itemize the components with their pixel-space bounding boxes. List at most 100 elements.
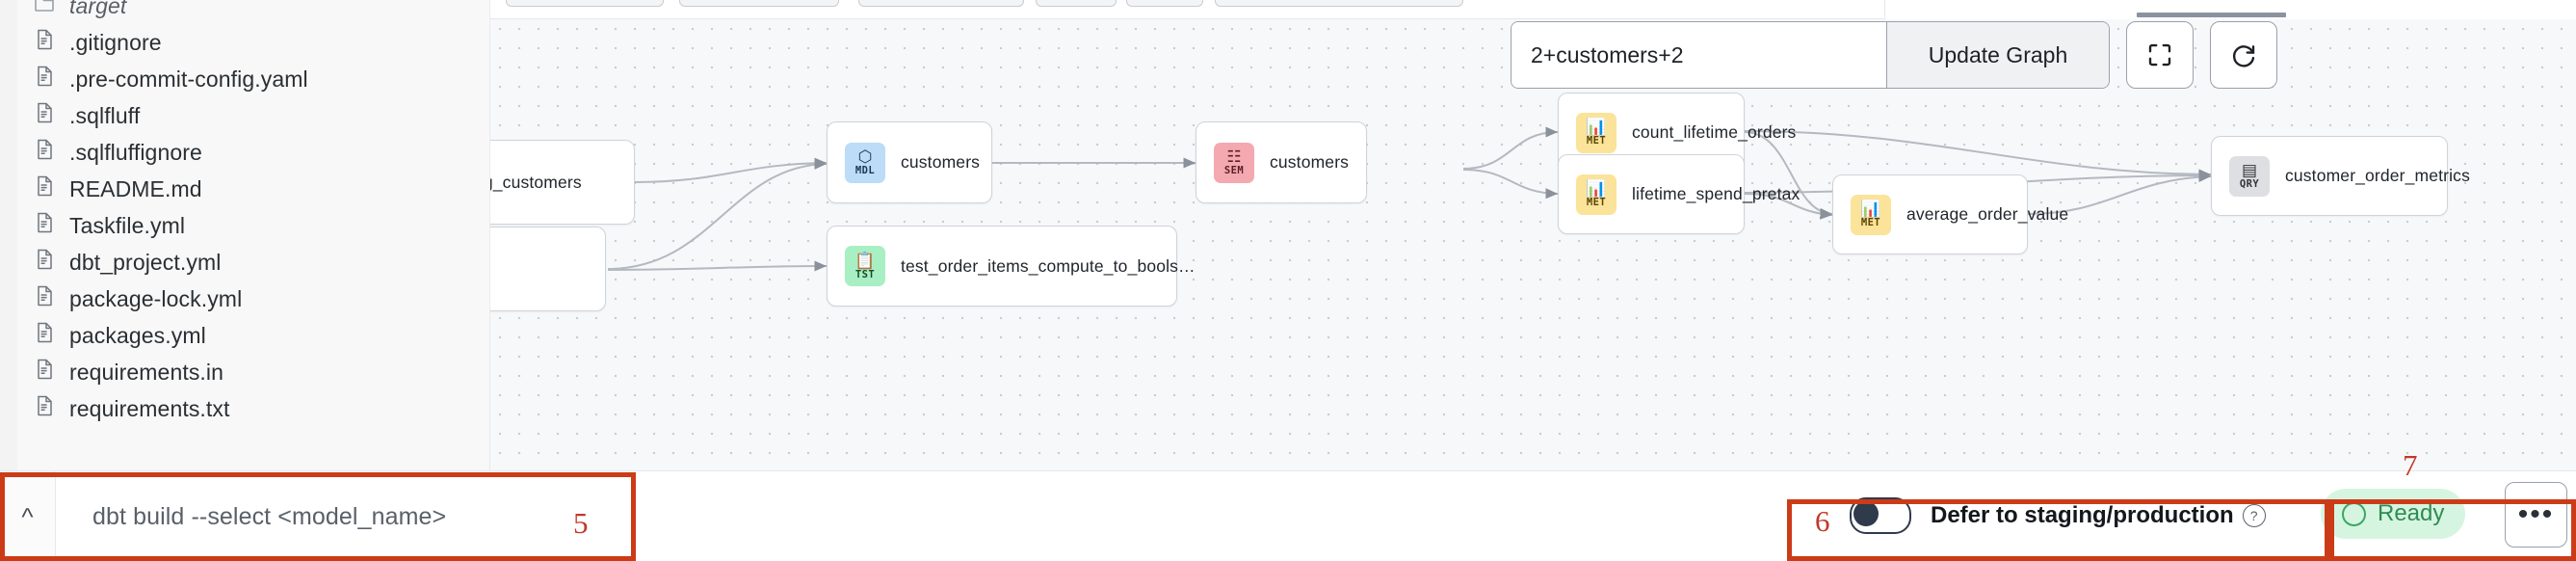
command-input-placeholder[interactable]: dbt build --select <model_name> bbox=[92, 502, 447, 530]
lineage-node-orders[interactable]: orders bbox=[490, 227, 606, 311]
lineage-edges bbox=[607, 126, 2212, 272]
editor-tab-partial[interactable] bbox=[506, 0, 664, 7]
file-icon bbox=[33, 138, 58, 167]
test-badge-icon: 📋 TST bbox=[845, 246, 885, 286]
share-nodes-icon: ☷ bbox=[1226, 147, 1242, 167]
badge-type-label: MET bbox=[1860, 217, 1881, 229]
annotation-label-5: 5 bbox=[573, 506, 589, 540]
cube-icon: ⬡ bbox=[857, 147, 873, 167]
file-icon bbox=[33, 101, 58, 130]
toggle-knob bbox=[1853, 501, 1879, 526]
semantic-badge-icon: ☷ SEM bbox=[1214, 142, 1254, 183]
editor-tab-partial[interactable] bbox=[1215, 0, 1463, 7]
file-list-item-label: packages.yml bbox=[69, 322, 206, 348]
bottom-status-bar: ^ dbt build --select <model_name> bbox=[0, 470, 2576, 561]
file-list-item[interactable]: package-lock.yml bbox=[17, 280, 470, 317]
file-list-item[interactable]: .gitignore bbox=[17, 24, 470, 61]
lineage-node-customers-model[interactable]: ⬡ MDL customers bbox=[827, 121, 992, 203]
lineage-node-label: customer_order_metrics bbox=[2285, 166, 2470, 185]
annotation-label-7: 7 bbox=[2403, 448, 2418, 482]
clipboard-icon: 📋 bbox=[854, 251, 876, 270]
tab-strip-divider bbox=[490, 18, 1884, 19]
lineage-node-average-order-value[interactable]: 📊 MET average_order_value bbox=[1832, 174, 2068, 254]
file-icon bbox=[33, 394, 58, 423]
fullscreen-button[interactable] bbox=[2126, 21, 2194, 89]
defer-toggle[interactable] bbox=[1850, 497, 1911, 534]
refresh-button[interactable] bbox=[2210, 21, 2277, 89]
chevron-up-icon: ^ bbox=[21, 501, 34, 531]
badge-type-label: MET bbox=[1586, 135, 1607, 147]
badge-type-label: QRY bbox=[2239, 178, 2260, 191]
file-list-item[interactable]: .pre-commit-config.yaml bbox=[17, 61, 470, 97]
file-list-item-label: .pre-commit-config.yaml bbox=[69, 66, 308, 92]
file-list-item-label: Taskfile.yml bbox=[69, 212, 186, 238]
fullscreen-icon bbox=[2148, 43, 2171, 67]
editor-tab-strip bbox=[490, 0, 2576, 19]
status-label: Ready bbox=[2378, 500, 2445, 526]
file-list-item-label: .gitignore bbox=[69, 29, 162, 55]
lineage-node-label: customers bbox=[1270, 152, 1350, 172]
query-badge-icon: ▤ QRY bbox=[2229, 155, 2270, 197]
file-icon bbox=[33, 174, 58, 203]
file-list-item-label: package-lock.yml bbox=[69, 285, 243, 311]
file-icon bbox=[33, 65, 58, 94]
update-graph-button[interactable]: Update Graph bbox=[1886, 22, 2109, 88]
file-icon bbox=[33, 284, 58, 313]
defer-control-group: Defer to staging/production ? bbox=[1850, 487, 2266, 545]
status-ring-icon bbox=[2342, 501, 2366, 526]
status-badge[interactable]: Ready bbox=[2321, 489, 2466, 539]
file-icon bbox=[33, 28, 58, 57]
file-list-item[interactable]: .sqlfluffignore bbox=[17, 134, 470, 171]
ellipsis-icon: ••• bbox=[2517, 498, 2555, 530]
bottom-bar-divider bbox=[55, 471, 56, 561]
graph-toolbar: Update Graph bbox=[1511, 21, 2277, 89]
file-list-item[interactable]: dbt_project.yml bbox=[17, 244, 470, 280]
editor-tab-partial[interactable] bbox=[1126, 0, 1203, 7]
file-list-item[interactable]: .sqlfluff bbox=[17, 97, 470, 134]
lineage-node-label: test_order_items_compute_to_bools… bbox=[901, 255, 1196, 276]
file-icon bbox=[33, 211, 58, 240]
file-list-item[interactable]: Taskfile.yml bbox=[17, 207, 470, 244]
help-circle-icon[interactable]: ? bbox=[2242, 504, 2266, 527]
file-explorer-sidebar: target .gitignore .pre-commit-config.yaml.… bbox=[0, 0, 490, 470]
file-list-item-label: requirements.in bbox=[69, 359, 224, 385]
more-options-button[interactable]: ••• bbox=[2505, 482, 2567, 548]
editor-tab-partial[interactable] bbox=[858, 0, 1024, 7]
lineage-node-lifetime-spend-pretax[interactable]: 📊 MET lifetime_spend_pretax bbox=[1558, 154, 1800, 234]
file-icon bbox=[33, 321, 58, 350]
badge-type-label: SEM bbox=[1223, 165, 1245, 177]
file-list-item-label: .sqlfluff bbox=[69, 102, 141, 128]
lineage-node-test-order-items[interactable]: 📋 TST test_order_items_compute_to_bools… bbox=[827, 226, 1196, 307]
file-list-item[interactable]: requirements.txt bbox=[17, 390, 470, 427]
file-icon bbox=[33, 358, 58, 387]
lineage-node-customer-order-metrics[interactable]: ▤ QRY customer_order_metrics bbox=[2211, 136, 2470, 216]
active-tab-indicator bbox=[2137, 13, 2286, 17]
bar-chart-icon: 📊 bbox=[1860, 200, 1881, 219]
file-list-item-label: target bbox=[69, 0, 127, 18]
file-list-item[interactable]: target bbox=[17, 0, 470, 24]
refresh-icon bbox=[2233, 45, 2255, 67]
command-expand-chevron[interactable]: ^ bbox=[0, 471, 55, 561]
file-list-item[interactable]: README.md bbox=[17, 171, 470, 207]
bar-chart-icon: 📊 bbox=[1586, 179, 1607, 199]
editor-tab-partial[interactable] bbox=[1036, 0, 1117, 7]
model-badge-icon: ⬡ MDL bbox=[845, 142, 885, 183]
lineage-node-label: lifetime_spend_pretax bbox=[1632, 184, 1801, 203]
lineage-node-label: average_order_value bbox=[1906, 204, 2069, 224]
file-list-item[interactable]: requirements.in bbox=[17, 354, 470, 390]
file-icon bbox=[33, 248, 58, 277]
file-list-item-label: .sqlfluffignore bbox=[69, 139, 202, 165]
file-list-item-label: README.md bbox=[69, 175, 202, 201]
folder-icon bbox=[33, 0, 58, 20]
lineage-node-customers-semantic[interactable]: ☷ SEM customers bbox=[1196, 121, 1367, 203]
file-list-item[interactable]: packages.yml bbox=[17, 317, 470, 354]
bar-chart-icon: 📊 bbox=[1586, 118, 1607, 137]
lineage-node-label: customers bbox=[901, 152, 981, 172]
editor-tab-partial[interactable] bbox=[679, 0, 839, 7]
lineage-graph-canvas[interactable]: stg_customers orders ⬡ MDL customers 📋 T… bbox=[490, 19, 2576, 470]
badge-type-label: MET bbox=[1586, 197, 1607, 209]
graph-selector-input[interactable] bbox=[1511, 22, 1886, 88]
lineage-node-stg-customers[interactable]: stg_customers bbox=[490, 140, 635, 225]
metric-badge-icon: 📊 MET bbox=[1576, 174, 1617, 215]
editor-group-divider bbox=[1884, 0, 1885, 19]
